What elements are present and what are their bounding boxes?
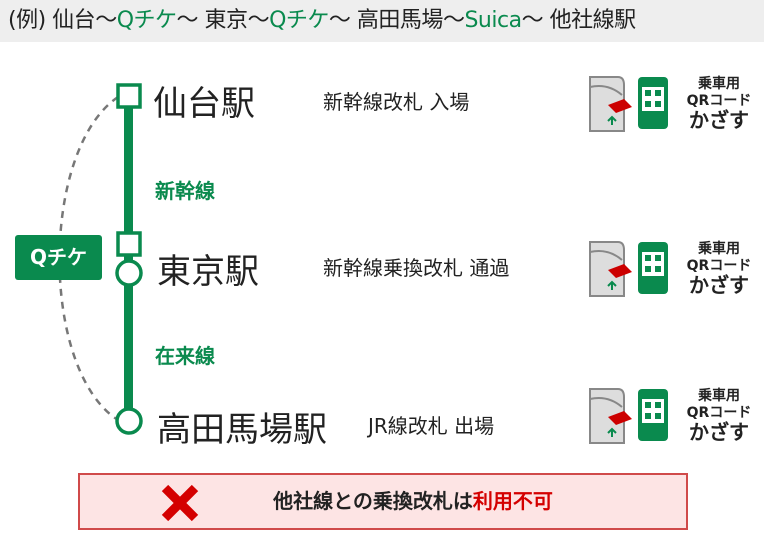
qr-sign-line2: QRコード [686,405,752,421]
gate-label: 新幹線改札 入場 [323,90,470,114]
qr-sign-line2: QRコード [686,93,752,109]
station-name: 東京駅 [157,252,259,292]
line-label: 新幹線 [155,179,215,203]
station-marker-tokyo-local [115,259,143,287]
warning-text: 他社線との乗換改札は [273,489,473,513]
qr-sign-line3: かざす [689,420,749,444]
station-name: 仙台駅 [153,84,255,124]
station-name: 高田馬場駅 [157,410,327,450]
sep: 〜 [247,8,270,33]
ticket-type: Suica [464,8,522,33]
station-marker-sendai [116,83,142,109]
sep: 〜 [328,8,351,33]
station-marker-takadanobaba [115,407,143,435]
cross-icon [161,484,199,522]
station-marker-tokyo-shinkansen [116,231,142,257]
warning-emphasis: 利用不可 [472,489,553,513]
qr-sign-line3: かざす [689,108,749,132]
station: 他社線駅 [549,8,637,33]
qr-sign-line1: 乗車用 [698,388,740,404]
gate-label: 新幹線乗換改札 通過 [323,256,510,280]
ticket-type: Qチケ [116,8,177,33]
qr-gate-icon [589,388,668,444]
example-header: (例) 仙台〜Qチケ〜 東京〜Qチケ〜 高田馬場〜Suica〜 他社線駅 [0,0,764,42]
qr-sign-line1: 乗車用 [698,241,740,257]
qr-gate-icon [589,241,668,297]
station: 東京 [204,8,249,33]
station: 高田馬場 [356,8,444,33]
ticket-type: Qチケ [269,8,329,33]
line-label: 在来線 [155,344,215,368]
qr-sign-line2: QRコード [686,258,752,274]
qticket-badge: Qチケ [15,235,102,280]
route-line [124,95,133,420]
sep: 〜 [521,8,544,33]
warning-banner: 他社線との乗換改札は利用不可 [78,473,688,530]
sep: 〜 [176,8,199,33]
qr-gate-icon [589,76,668,132]
qr-sign-line3: かざす [689,273,749,297]
qr-sign-line1: 乗車用 [698,76,740,92]
station: 仙台 [52,8,96,33]
sep: 〜 [442,8,465,33]
gate-label: JR線改札 出場 [368,414,495,438]
ticket-range-arc [58,95,119,422]
sep: 〜 [95,8,117,33]
prefix: (例) [8,8,53,33]
